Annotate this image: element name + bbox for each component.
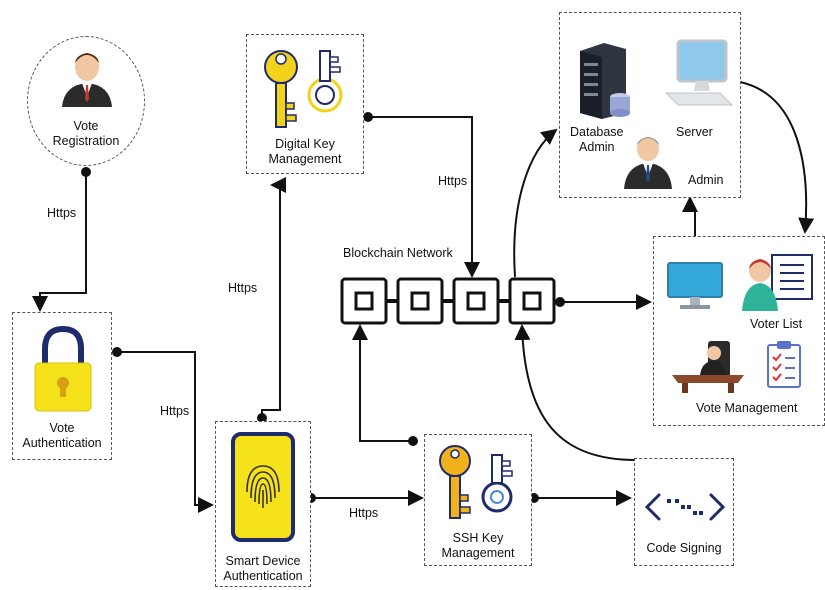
digital-key-node[interactable]: Digital Key Management [246, 34, 364, 174]
ssh-key-label: SSH Key Management [441, 531, 515, 560]
edge-ssh-to-blockchain [352, 324, 413, 442]
keys-icon [264, 50, 343, 128]
voter-desk-icon [672, 341, 744, 393]
vote-management-node[interactable]: Voter List Vote Management [653, 236, 825, 426]
code-signing-label: Code Signing [646, 541, 722, 555]
admin-group-node[interactable]: Database Admin Server Admin [559, 12, 741, 198]
edge-auth-to-smart-device [117, 351, 214, 513]
edge-vote-management-to-admin [682, 196, 698, 238]
vote-registration-node[interactable]: Vote Registration [27, 36, 145, 166]
vote-registration-label: Vote Registration [52, 119, 120, 148]
admin-person-icon [624, 137, 672, 189]
edge-code-signing-to-blockchain [514, 324, 637, 461]
smart-device-node[interactable]: Smart Device Authentication [215, 421, 311, 587]
edge-label-smart-device-digital: Https [228, 281, 258, 295]
vote-authentication-node[interactable]: Vote Authentication [12, 312, 112, 460]
person-icon [62, 53, 112, 107]
edge-label-digital-key: Https [438, 174, 468, 188]
server-monitor-icon [664, 39, 734, 106]
edge-label-auth: Https [160, 404, 190, 418]
code-icon [644, 493, 726, 521]
digital-key-label: Digital Key Management [268, 137, 342, 166]
vote-authentication-label: Vote Authentication [22, 421, 102, 450]
padlock-icon [34, 325, 92, 412]
edge-smart-device-to-digital-key [261, 177, 286, 418]
fingerprint-phone-icon [231, 432, 295, 542]
voter-list-label: Voter List [750, 317, 803, 331]
voter-list-icon [742, 254, 813, 311]
edge-label-registration: Https [47, 206, 77, 220]
edge-registration-to-auth [32, 172, 87, 312]
computer-icon [667, 262, 723, 309]
edge-label-smart-device-ssh: Https [349, 506, 379, 520]
blockchain-label: Blockchain Network [343, 246, 453, 260]
edge-blockchain-to-admin [513, 128, 558, 278]
vote-management-label: Vote Management [696, 401, 798, 415]
checklist-icon [767, 341, 801, 388]
smart-device-label: Smart Device Authentication [223, 554, 303, 583]
edge-digital-key-to-blockchain [368, 116, 480, 278]
edge-admin-to-vote-management [739, 81, 815, 234]
database-server-icon [580, 43, 630, 119]
database-admin-label: Database Admin [570, 125, 624, 154]
blockchain-chain-icon [340, 277, 556, 325]
ssh-keys-icon [439, 445, 513, 519]
admin-label: Admin [688, 173, 724, 187]
code-signing-node[interactable]: Code Signing [634, 458, 734, 566]
server-label: Server [676, 125, 713, 139]
ssh-key-node[interactable]: SSH Key Management [424, 434, 532, 566]
